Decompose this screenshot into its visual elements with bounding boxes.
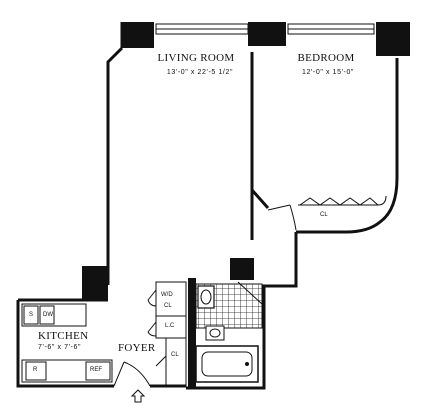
range-label: R — [33, 367, 38, 373]
bedroom-closet-label: CL — [320, 212, 328, 218]
dishwasher-label: DW — [43, 312, 53, 318]
hall-closets — [147, 281, 187, 387]
wd-label: W/D — [161, 292, 173, 298]
living-room-dims: 13'-0" x 22'-5 1/2" — [166, 69, 234, 76]
bedroom-name: BEDROOM — [297, 52, 355, 64]
kitchen-dims: 7'-6" x 7'-6" — [38, 344, 82, 351]
linen-closet-label: L.C — [165, 323, 175, 329]
living-room-name: LIVING ROOM — [157, 52, 235, 64]
kitchen-name: KITCHEN — [38, 330, 89, 342]
windows — [155, 23, 375, 35]
wd-closet-label: CL — [164, 303, 172, 309]
refrigerator-label: REF — [90, 367, 102, 373]
bathroom — [195, 281, 263, 383]
kitchen-fixtures — [21, 303, 113, 383]
foyer-name: FOYER — [118, 342, 156, 354]
sink-label: S — [29, 312, 34, 318]
structural-columns — [82, 22, 410, 388]
bedroom-dims: 12'-0" x 15'-0" — [301, 69, 355, 76]
hall-closet-label: CL — [171, 352, 179, 358]
entry-door — [113, 361, 151, 403]
bedroom-closet — [298, 195, 387, 206]
outer-walls — [16, 22, 399, 390]
bedroom-door — [267, 204, 297, 231]
